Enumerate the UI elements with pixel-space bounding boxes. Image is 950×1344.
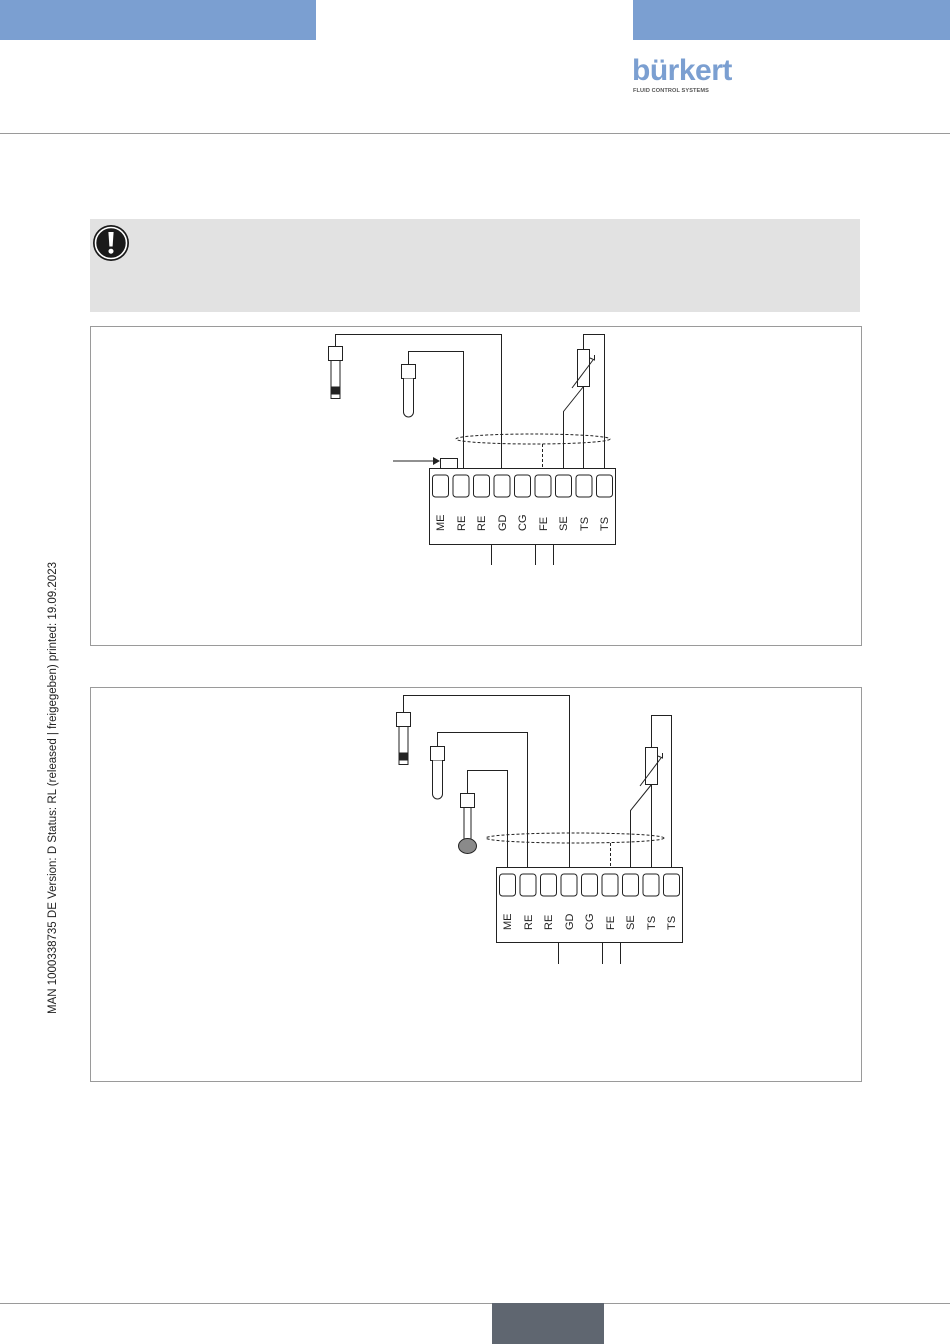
brand-tagline: FLUID CONTROL SYSTEMS [633,88,709,94]
header-rule [0,133,950,134]
header-bar-right [633,0,950,40]
terminal-label: ME [502,914,514,931]
wiring-diagram-2: ME RE RE GD CG FE SE TS TS [90,687,862,1082]
wiring-diagram-1-svg: ME RE RE GD CG FE SE TS TS [91,327,863,647]
terminal-label: TS [666,916,678,930]
terminal-label: CG [584,914,596,931]
terminal-label: FE [538,517,550,531]
page-number-tab [492,1303,604,1344]
terminal-label: ME [435,515,447,532]
brand-logo: bürkert FLUID CONTROL SYSTEMS [632,56,732,96]
wiring-diagram-1: ME RE RE GD CG FE SE TS TS [90,326,862,646]
terminal-label: GD [497,514,509,531]
terminal-label: RE [543,915,555,930]
note-box [90,219,860,312]
document-status-text: MAN 1000338735 DE Version: D Status: RL … [47,562,59,1014]
terminal-label: CG [517,515,529,532]
terminal-label: SE [625,915,637,930]
terminal-label: RE [523,915,535,930]
terminal-label: RE [476,516,488,531]
terminal-label: RE [456,516,468,531]
terminal-label: TS [646,916,658,930]
exclamation-icon [92,224,130,267]
brand-name: bürkert [632,56,732,86]
terminal-label: FE [605,916,617,930]
terminal-label: TS [579,517,591,531]
terminal-label: GD [564,913,576,930]
terminal-label: TS [599,517,611,531]
header-bar-left [0,0,316,40]
wiring-diagram-2-svg: ME RE RE GD CG FE SE TS TS [91,688,863,1083]
footer-rule [0,1303,950,1304]
terminal-label: SE [558,516,570,531]
